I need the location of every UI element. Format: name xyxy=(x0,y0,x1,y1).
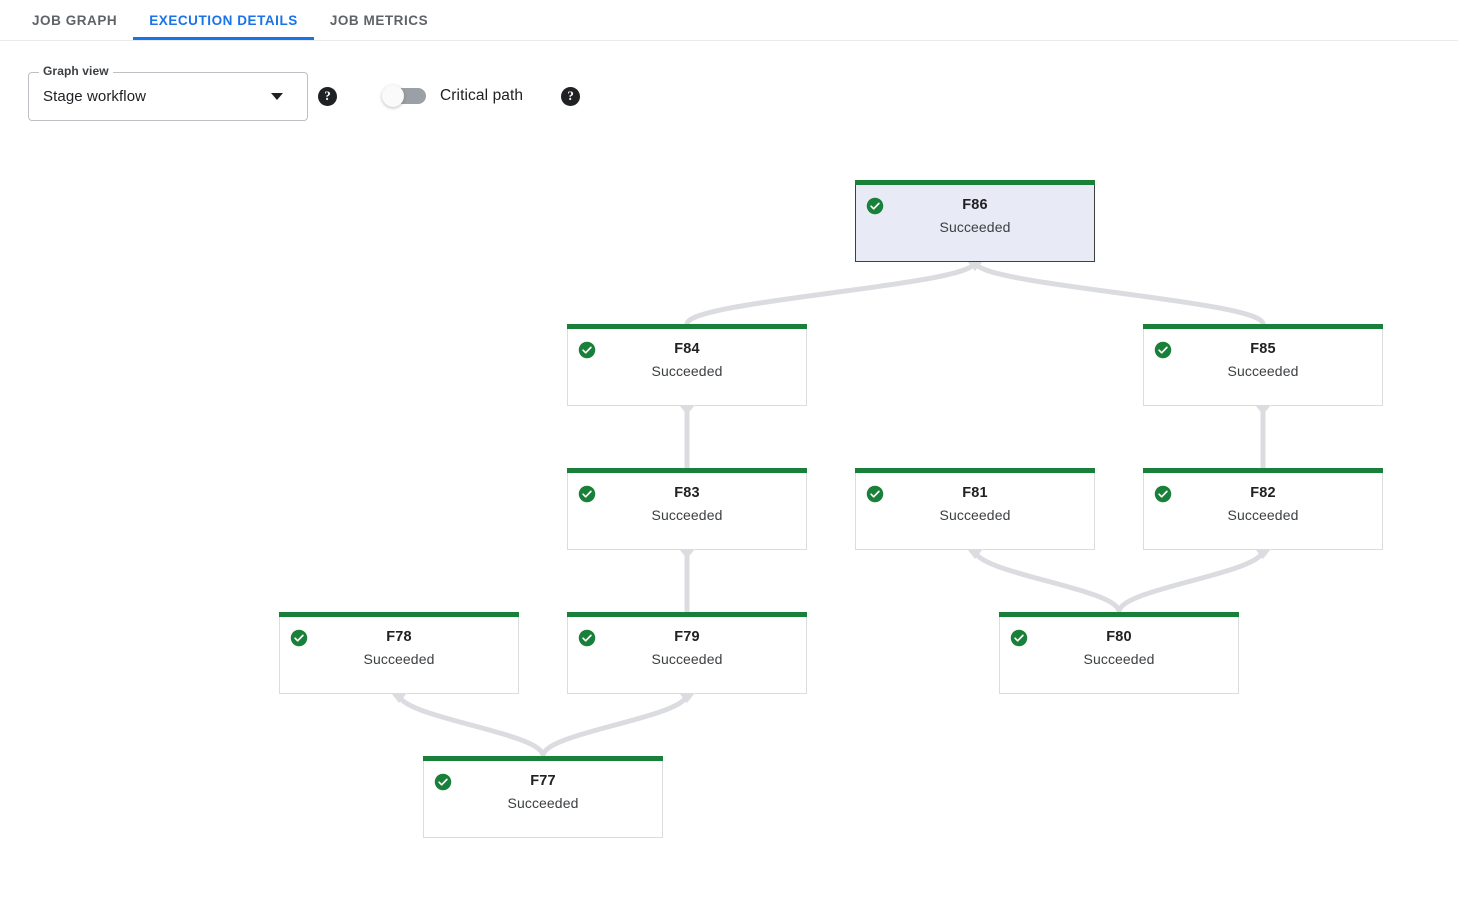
stage-node-status: Succeeded xyxy=(939,219,1011,235)
graph-edges xyxy=(392,259,1270,759)
stage-node-id: F78 xyxy=(386,629,412,645)
graph-edge-f86-f84 xyxy=(684,259,978,327)
stage-node-id: F77 xyxy=(530,773,556,789)
stage-node-status: Succeeded xyxy=(507,795,579,811)
graph-edge-f86-f85 xyxy=(972,259,1266,327)
stage-node-id: F82 xyxy=(1250,485,1276,501)
stage-node-id: F85 xyxy=(1250,341,1276,357)
graph-view-label: Graph view xyxy=(39,63,113,78)
stage-node-id: F79 xyxy=(674,629,700,645)
stage-node-status: Succeeded xyxy=(1227,363,1299,379)
stage-node-status: Succeeded xyxy=(1083,651,1155,667)
check-circle-icon xyxy=(866,485,884,503)
graph-toolbar: Graph view Stage workflow ? Critical pat… xyxy=(0,41,1458,125)
critical-path-help-icon[interactable]: ? xyxy=(561,86,581,106)
graph-edge-f81-f80 xyxy=(972,547,1122,615)
tab-execution-details[interactable]: EXECUTION DETAILS xyxy=(133,0,314,40)
check-circle-icon xyxy=(434,773,452,791)
toggle-thumb xyxy=(382,85,404,107)
tab-job-graph[interactable]: JOB GRAPH xyxy=(16,0,133,40)
graph-view-value: Stage workflow xyxy=(43,87,147,105)
check-circle-icon xyxy=(866,197,884,215)
stage-node-id: F80 xyxy=(1106,629,1132,645)
stage-node-id: F86 xyxy=(962,197,988,213)
stage-node-status: Succeeded xyxy=(651,363,723,379)
critical-path-group: Critical path ? xyxy=(382,85,581,107)
check-circle-icon xyxy=(290,629,308,647)
stage-node-id: F81 xyxy=(962,485,988,501)
graph-edge-f79-f77 xyxy=(540,691,690,759)
check-circle-icon xyxy=(1154,341,1172,359)
graph-edge-flare xyxy=(1256,550,1270,559)
graph-edge-flare xyxy=(680,406,694,415)
tab-job-metrics[interactable]: JOB METRICS xyxy=(314,0,444,40)
graph-edge-f82-f80 xyxy=(1116,547,1266,615)
graph-edge-flare xyxy=(392,694,406,703)
stage-node-id: F84 xyxy=(674,341,700,357)
check-circle-icon xyxy=(578,341,596,359)
stage-node-status: Succeeded xyxy=(1227,507,1299,523)
graph-view-select[interactable]: Graph view Stage workflow xyxy=(28,63,308,121)
check-circle-icon xyxy=(1154,485,1172,503)
chevron-down-icon xyxy=(271,92,283,100)
graph-view-help-icon[interactable]: ? xyxy=(318,86,337,106)
graph-edge-flare xyxy=(968,550,982,559)
graph-edge-flare xyxy=(680,550,694,559)
stage-node-status: Succeeded xyxy=(939,507,1011,523)
check-circle-icon xyxy=(1010,629,1028,647)
check-circle-icon xyxy=(578,629,596,647)
graph-edge-f78-f77 xyxy=(396,691,546,759)
graph-edge-flare xyxy=(680,694,694,703)
stage-node-status: Succeeded xyxy=(651,651,723,667)
critical-path-label: Critical path xyxy=(440,87,524,104)
tab-bar: JOB GRAPH EXECUTION DETAILS JOB METRICS xyxy=(0,0,1458,41)
stage-node-id: F83 xyxy=(674,485,700,501)
check-circle-icon xyxy=(578,485,596,503)
critical-path-toggle[interactable] xyxy=(382,85,426,107)
stage-node-status: Succeeded xyxy=(363,651,435,667)
stage-node-status: Succeeded xyxy=(651,507,723,523)
graph-edge-flare xyxy=(1256,406,1270,415)
graph-edge-flare xyxy=(968,262,982,271)
